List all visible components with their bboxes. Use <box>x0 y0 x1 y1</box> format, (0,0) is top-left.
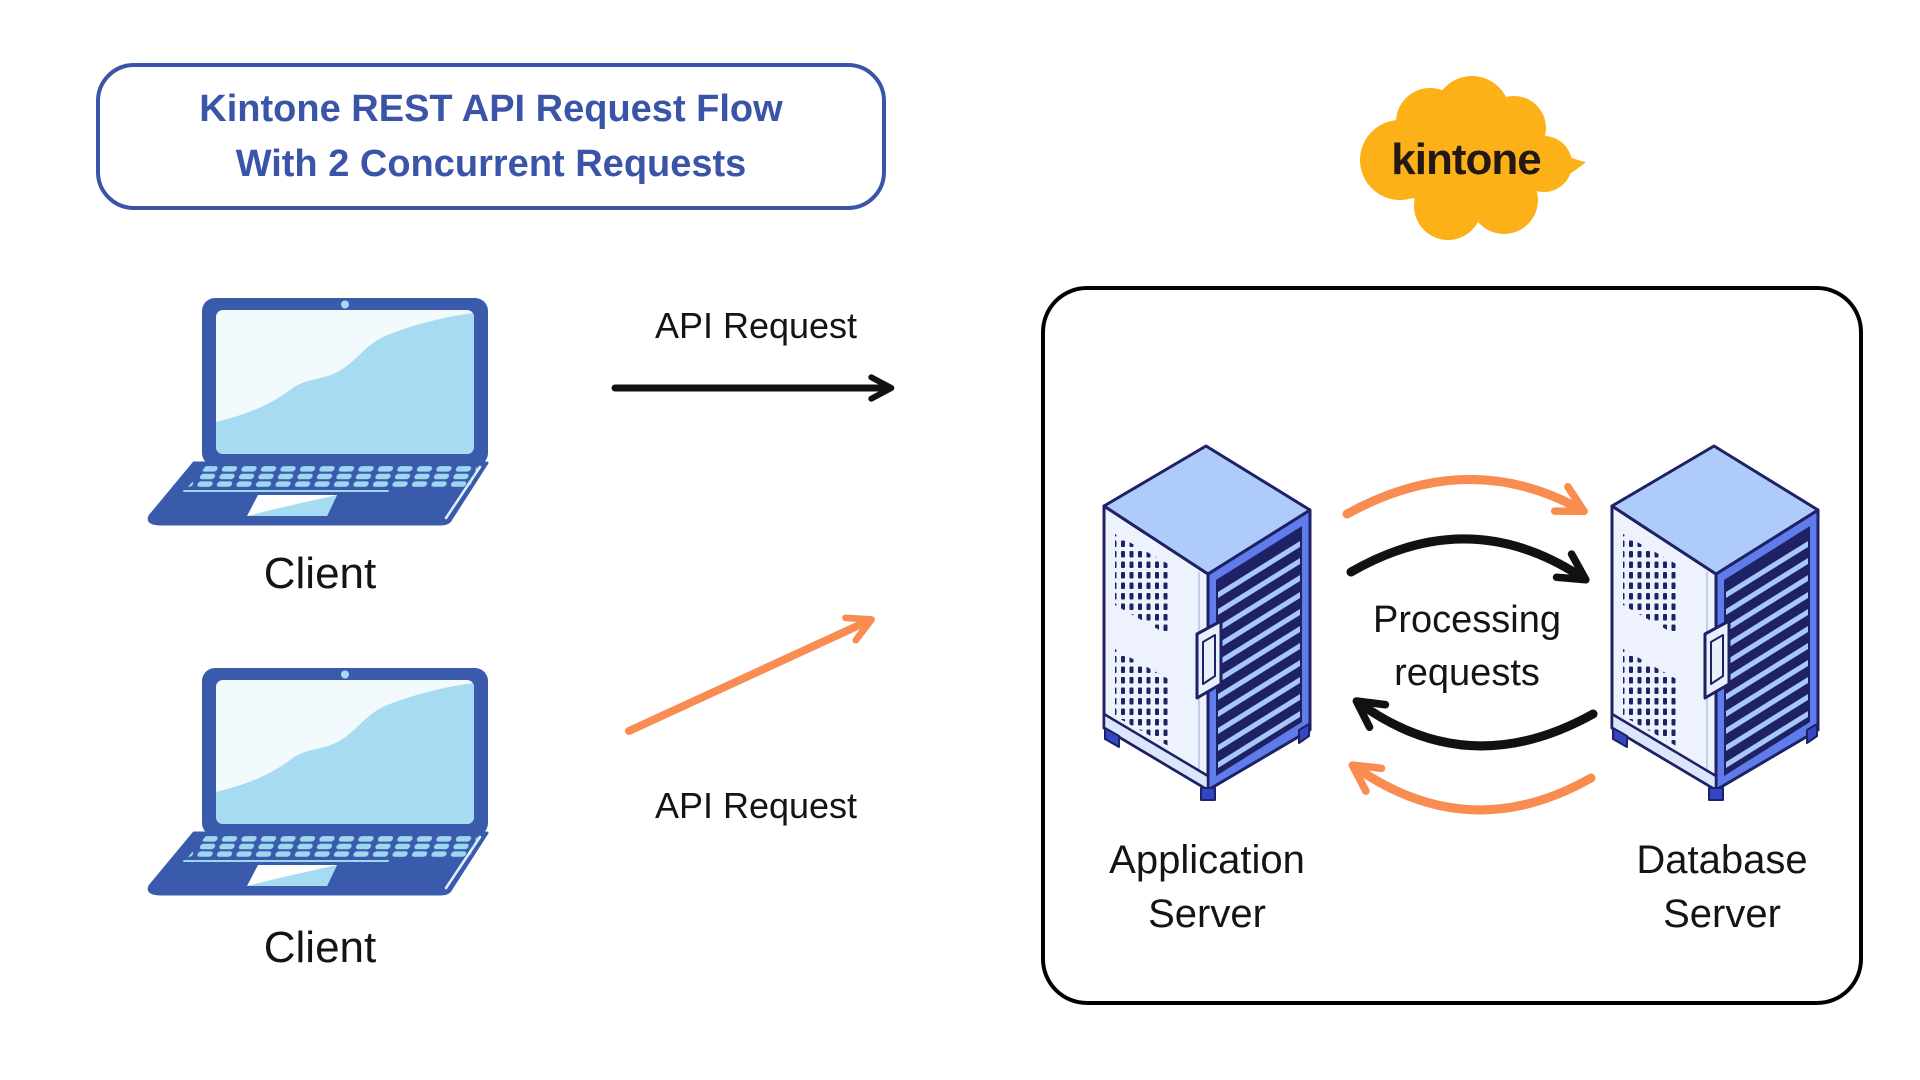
application-server-label: Application Server <box>1057 833 1357 941</box>
api-request-1-label: API Request <box>654 305 858 346</box>
laptop-client-2-icon <box>149 668 488 894</box>
client-1-label: Client <box>263 549 377 598</box>
application-server-label-line-1: Application <box>1109 838 1305 882</box>
database-server-label: Database Server <box>1572 833 1872 941</box>
api-request-arrow-2 <box>625 614 875 735</box>
processing-requests-label: Processing requests <box>1330 594 1604 700</box>
kintone-cloud-icon <box>1360 76 1586 240</box>
database-server-label-line-2: Server <box>1663 892 1781 936</box>
database-server-label-line-1: Database <box>1636 838 1808 882</box>
title-line-1: Kintone REST API Request Flow <box>199 87 783 130</box>
kintone-logo-text: kintone <box>1391 135 1540 184</box>
application-server-label-line-2: Server <box>1148 892 1266 936</box>
client-2-label: Client <box>263 923 377 972</box>
title-line-2: With 2 Concurrent Requests <box>235 142 747 185</box>
diagram-title: Kintone REST API Request Flow With 2 Con… <box>96 63 886 210</box>
kintone-logo: kintone <box>1360 76 1586 240</box>
laptop-client-1-icon <box>149 298 488 524</box>
api-request-2-label: API Request <box>654 785 858 826</box>
processing-label-line-1: Processing <box>1373 599 1561 641</box>
processing-label-line-2: requests <box>1394 652 1540 694</box>
